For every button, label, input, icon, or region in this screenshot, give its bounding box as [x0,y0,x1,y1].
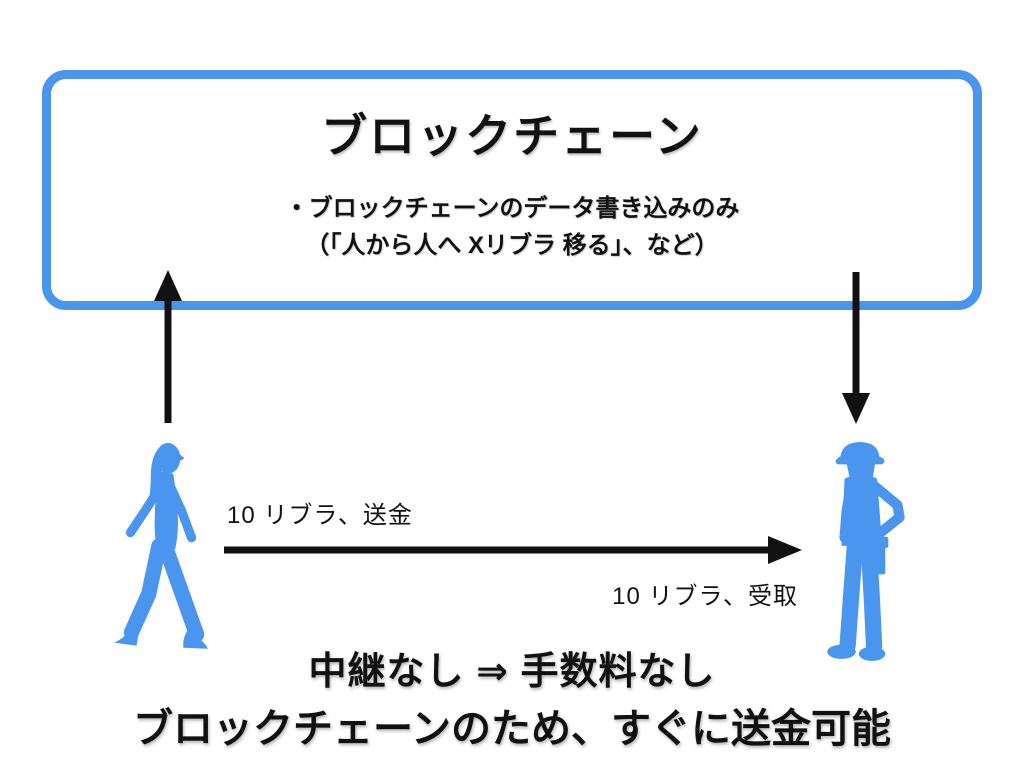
construction-worker-icon [827,442,905,661]
blockchain-bullet-2: （「人から人へ Xリブラ 移る」、など） [305,232,719,259]
down-arrow-icon [842,272,870,424]
right-arrow-icon [224,536,802,564]
receive-label: 10 リブラ、受取 [612,583,798,610]
send-label: 10 リブラ、送金 [227,502,413,529]
footer-line-2: ブロックチェーンのため、すぐに送金可能 [133,707,891,751]
blockchain-box [42,70,982,310]
blockchain-bullet-1: ・ブロックチェーンのデータ書き込みのみ [284,195,740,222]
footer-line-1: 中継なし ⇒ 手数料なし [308,651,716,693]
up-arrow-icon [154,270,182,423]
woman-walking-icon [114,443,208,649]
blockchain-box-title: ブロックチェーン [321,110,703,162]
